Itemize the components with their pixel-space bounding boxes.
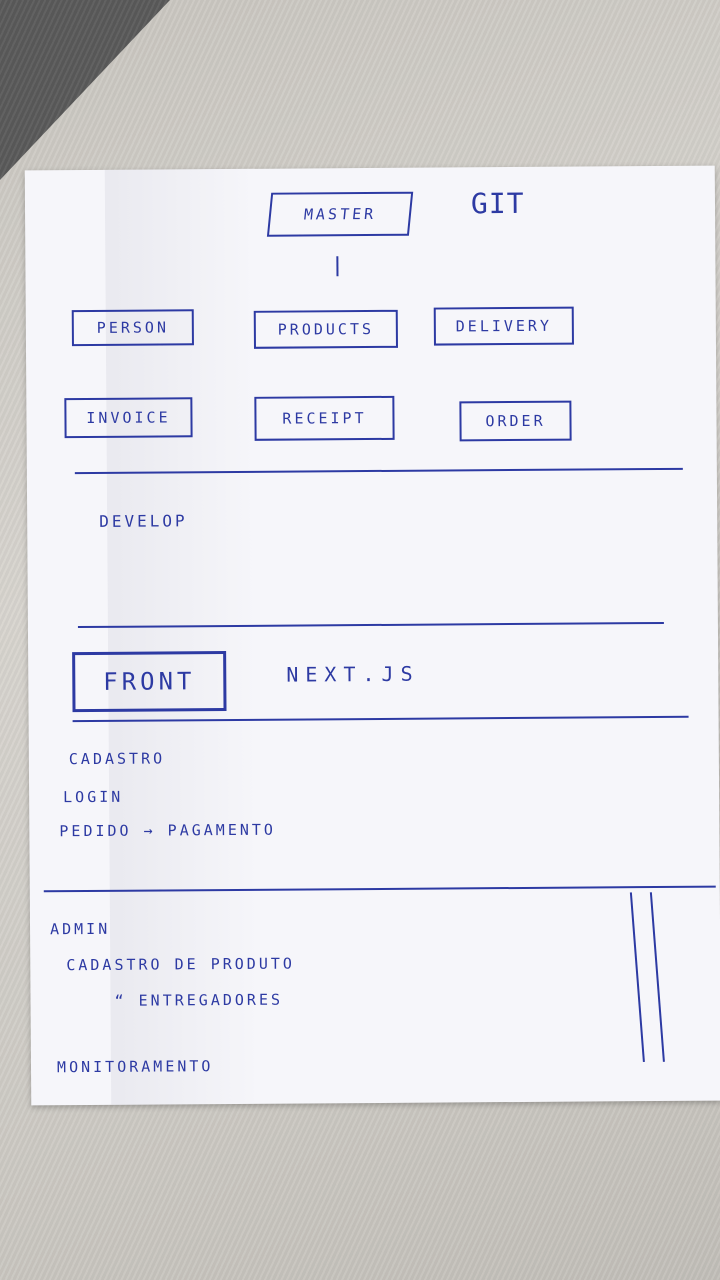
branch-order: ORDER — [459, 400, 572, 442]
front-box: FRONT — [72, 651, 227, 713]
vertical-stroke-left — [629, 892, 645, 1062]
dark-surface — [0, 0, 170, 180]
branch-receipt: RECEIPT — [254, 395, 395, 441]
branch-products: PRODUCTS — [253, 309, 398, 349]
git-title: GIT — [470, 186, 525, 221]
branch-delivery: DELIVERY — [433, 306, 574, 346]
master-box: MASTER — [266, 191, 414, 237]
vertical-stroke-right — [649, 892, 665, 1062]
admin-item-entregadores: “ ENTREGADORES — [114, 990, 284, 1010]
branch-invoice: INVOICE — [64, 397, 193, 439]
admin-item-cadastro-produto: CADASTRO DE PRODUTO — [66, 954, 295, 975]
develop-label: DEVELOP — [99, 511, 188, 531]
admin-item-monitoramento: MONITORAMENTO — [56, 1057, 214, 1077]
front-item-pedido: PEDIDO → PAGAMENTO — [59, 820, 276, 841]
front-item-login: LOGIN — [63, 787, 124, 807]
branch-person: PERSON — [71, 309, 194, 347]
master-label: MASTER — [303, 204, 378, 224]
nextjs-label: NEXT.JS — [286, 661, 420, 687]
connector-line — [336, 256, 339, 277]
admin-label: ADMIN — [49, 919, 111, 939]
front-item-cadastro: CADASTRO — [68, 749, 166, 769]
paper-sheet: MASTER GIT PERSON PRODUCTS DELIVERY INVO… — [24, 165, 720, 1106]
